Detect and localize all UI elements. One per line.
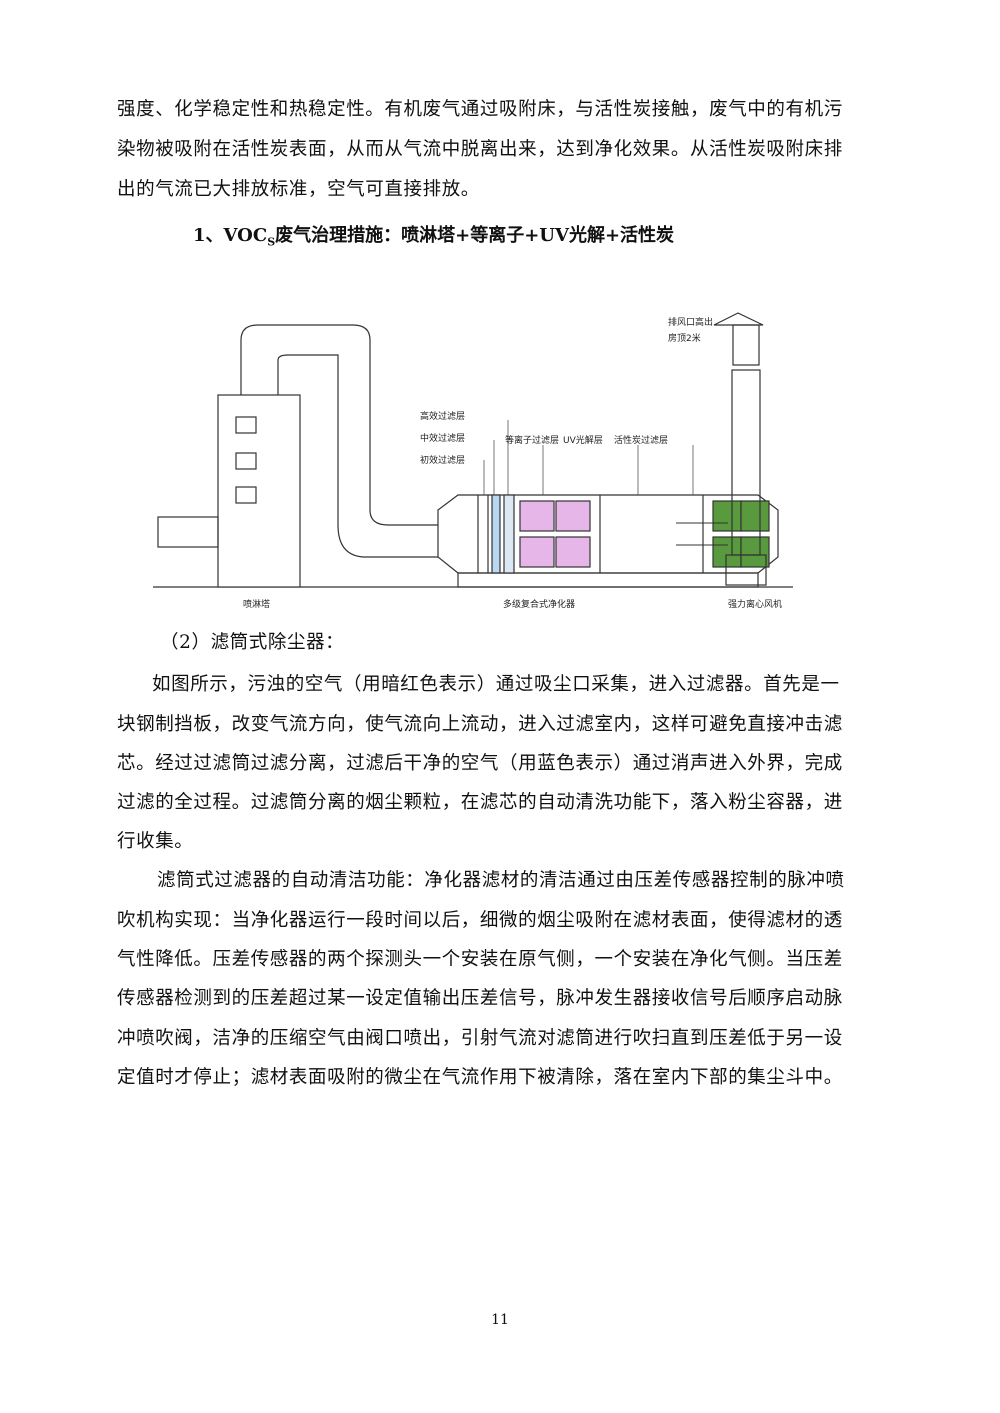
label-carbon-layer: 活性炭过滤层 [614,434,668,446]
paragraph-line: 如图所示，污浊的空气（用暗红色表示）通过吸尘口采集，进入过滤器。首先是一 [152,674,840,695]
page-number: 11 [491,1312,509,1328]
label-plasma-layer: 等离子过滤层 [505,434,559,446]
paragraph-line: 吹机构实现：当净化器运行一段时间以后，细微的烟尘吸附在滤材表面，使得滤材的透 [117,910,843,931]
paragraph-line: 染物被吸附在活性炭表面，从而从气流中脱离出来，达到净化效果。从活性炭吸附床排 [117,139,843,160]
paragraph-line: 块钢制挡板，改变气流方向，使气流向上流动，进入过滤室内，这样可避免直接冲击滤 [117,714,843,735]
paragraph-line: 强度、化学稳定性和热稳定性。有机废气通过吸附床，与活性炭接触，废气中的有机污 [117,99,843,120]
section-heading: 1、VOCS废气治理措施：喷淋塔+等离子+UV光解+活性炭 [193,225,675,249]
label-fan: 强力离心风机 [728,598,782,610]
label-chimney-note: 房顶2米 [668,332,701,344]
paragraph-line: 行收集。 [117,831,194,852]
voc-treatment-diagram: 高效过滤层 中效过滤层 初效过滤层 等离子过滤层 UV光解层 活性炭过滤层 排风… [153,312,793,610]
paragraph-line: 出的气流已大排放标准，空气可直接排放。 [117,179,480,200]
paragraph-line: 过滤的全过程。过滤筒分离的烟尘颗粒，在滤芯的自动清洗功能下，落入粉尘容器，进 [117,792,843,813]
paragraph-line: 冲喷吹阀，洁净的压缩空气由阀口喷出，引射气流对滤筒进行吹扫直到压差低于另一设 [117,1028,843,1049]
paragraph-line: 传感器检测到的压差超过某一设定值输出压差信号，脉冲发生器接收信号后顺序启动脉 [117,988,843,1009]
label-spray-tower: 喷淋塔 [243,598,270,610]
paragraph-line: 定值时才停止；滤材表面吸附的微尘在气流作用下被清除，落在室内下部的集尘斗中。 [117,1067,843,1088]
paragraph-line: 气性降低。压差传感器的两个探测头一个安装在原气侧，一个安装在净化气侧。当压差 [117,949,843,970]
label-medium-efficiency-layer: 中效过滤层 [420,432,465,444]
label-primary-layer: 初效过滤层 [420,454,465,466]
label-uv-layer: UV光解层 [563,434,603,446]
paragraph-line: 芯。经过过滤筒过滤分离，过滤后干净的空气（用蓝色表示）通过消声进入外界，完成 [117,753,843,774]
label-chimney-note: 排风口高出 [668,316,713,328]
label-purifier: 多级复合式净化器 [503,598,575,610]
label-high-efficiency-layer: 高效过滤层 [420,410,465,422]
paragraph-line: 滤筒式过滤器的自动清洁功能：净化器滤材的清洁通过由压差传感器控制的脉冲喷 [157,870,845,891]
subheading: （2）滤筒式除尘器： [160,632,345,653]
